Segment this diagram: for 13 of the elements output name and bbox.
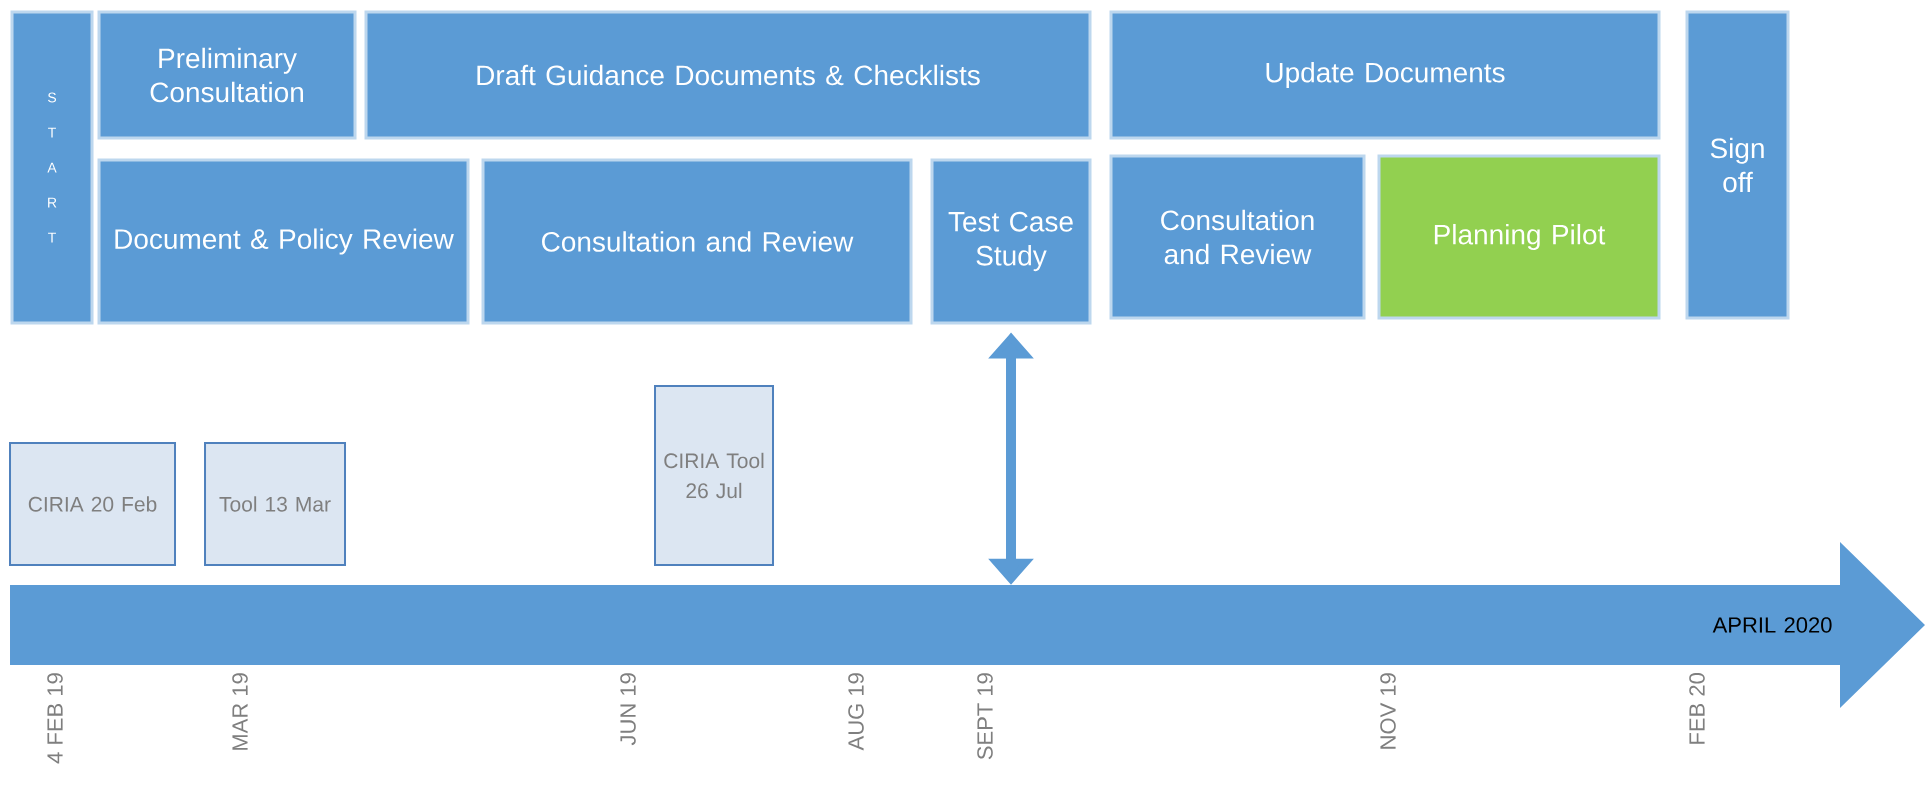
task-box: Test Case Study (930, 158, 1092, 325)
task-box: Consultation and Review (481, 158, 913, 325)
task-box: Update Documents (1109, 10, 1661, 140)
milestone-box: CIRIA 20 Feb (9, 442, 176, 566)
task-box: S T A R T (10, 10, 94, 325)
milestone-box: Tool 13 Mar (204, 442, 346, 566)
milestone-box: CIRIA Tool 26 Jul (654, 385, 774, 566)
task-box: Planning Pilot (1377, 154, 1661, 320)
task-box: Sign off (1685, 10, 1790, 320)
task-box: Preliminary Consultation (97, 10, 357, 140)
task-box: Document & Policy Review (97, 158, 470, 325)
task-box: Consultation and Review (1109, 154, 1366, 320)
task-box: Draft Guidance Documents & Checklists (364, 10, 1092, 140)
